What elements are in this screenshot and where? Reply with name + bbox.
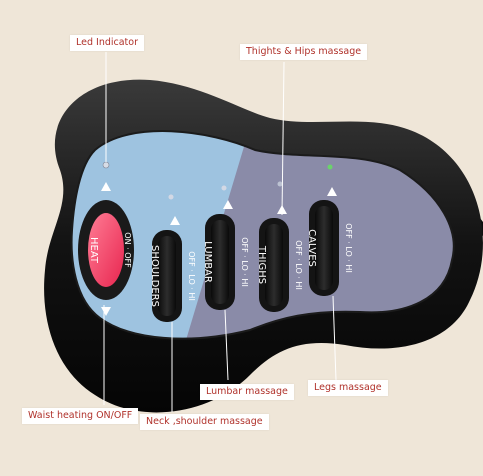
callout-neck-shoulder-massage: Neck ,shoulder massage — [140, 414, 269, 430]
led-indicator-thighs — [277, 181, 283, 187]
switch-thighs[interactable]: THIGHS OFF · LO · HI — [256, 205, 303, 312]
switch-shoulders[interactable]: SHOULDERS OFF · LO · HI — [149, 216, 196, 322]
thighs-positions-label: OFF · LO · HI — [294, 240, 303, 290]
lumbar-label: LUMBAR — [202, 241, 213, 283]
callout-led-indicator: Led Indicator — [70, 35, 145, 51]
rocker-knob[interactable] — [211, 220, 229, 304]
switch-lumbar[interactable]: LUMBAR OFF · LO · HI — [202, 200, 249, 310]
callout-thighs-hips-massage: Thights & Hips massage — [240, 44, 368, 60]
switch-calves[interactable]: CALVES OFF · LO · HI — [306, 187, 353, 296]
thighs-label: THIGHS — [256, 245, 267, 284]
up-arrow-icon — [223, 200, 233, 209]
rocker-knob[interactable] — [158, 236, 176, 316]
shoulders-positions-label: OFF · LO · HI — [187, 251, 196, 301]
led-indicator-calves — [327, 164, 333, 170]
rocker-knob[interactable] — [265, 224, 283, 306]
rocker-knob[interactable] — [315, 206, 333, 290]
led-indicator-lumbar — [221, 185, 227, 191]
heat-positions-label: ON · OFF — [123, 232, 132, 268]
shoulders-label: SHOULDERS — [149, 245, 160, 307]
led-indicator-heat — [102, 161, 110, 169]
heat-label: HEAT — [88, 237, 99, 264]
calves-label: CALVES — [306, 229, 317, 267]
heat-switch[interactable]: HEAT ON · OFF — [78, 182, 134, 316]
callout-leader-lines — [103, 52, 337, 412]
calves-positions-label: OFF · LO · HI — [344, 223, 353, 273]
callout-waist-heating: Waist heating ON/OFF — [22, 408, 139, 424]
lumbar-positions-label: OFF · LO · HI — [240, 237, 249, 287]
callout-lumbar-massage: Lumbar massage — [200, 384, 294, 400]
led-indicator-shoulders — [168, 194, 174, 200]
up-arrow-icon — [327, 187, 337, 196]
up-arrow-icon — [170, 216, 180, 225]
heat-button[interactable] — [88, 213, 124, 287]
up-arrow-icon — [101, 182, 111, 191]
callout-legs-massage: Legs massage — [308, 380, 388, 396]
